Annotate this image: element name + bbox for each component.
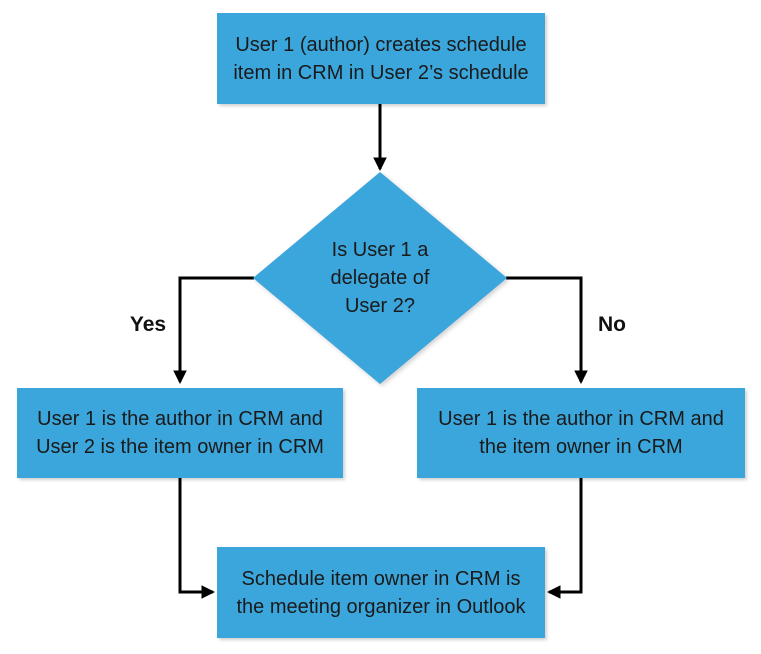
node-start: User 1 (author) creates schedule item in…	[217, 13, 545, 104]
node-no-outcome-label: User 1 is the author in CRM and the item…	[438, 408, 724, 458]
node-decision-label: Is User 1 a delegate of User 2?	[330, 239, 430, 317]
node-end-label: Schedule item owner in CRM is the meetin…	[236, 567, 526, 618]
node-yes-outcome-label: User 1 is the author in CRM and User 2 i…	[36, 408, 324, 458]
edge-decision-to-yes	[173, 276, 254, 385]
node-start-label: User 1 (author) creates schedule item in…	[233, 33, 529, 84]
edge-label-yes: Yes	[129, 313, 167, 336]
edge-decision-to-no	[506, 276, 588, 385]
node-decision: Is User 1 a delegate of User 2?	[253, 172, 507, 384]
edge-yes-to-end	[178, 478, 216, 599]
edge-label-no: No	[598, 313, 626, 336]
node-yes-outcome: User 1 is the author in CRM and User 2 i…	[17, 388, 343, 478]
node-no-outcome: User 1 is the author in CRM and the item…	[417, 388, 745, 478]
edge-no-to-end	[546, 478, 583, 599]
node-end: Schedule item owner in CRM is the meetin…	[217, 547, 545, 638]
